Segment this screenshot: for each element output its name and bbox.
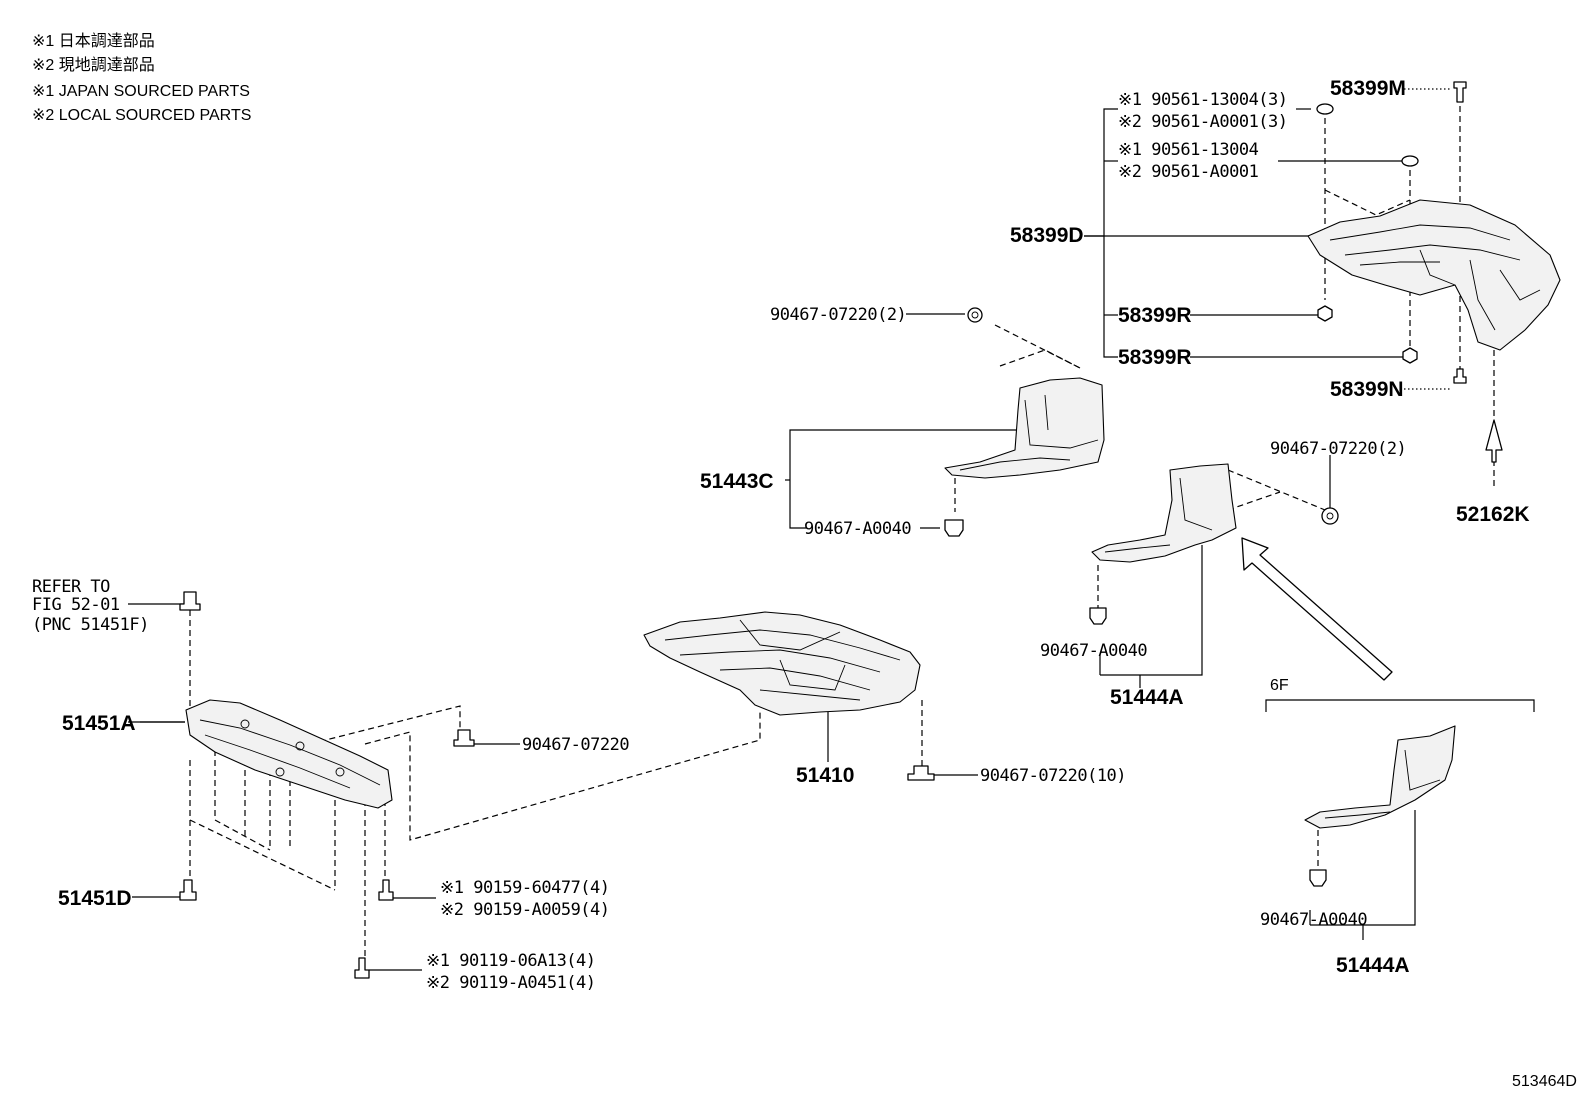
label-clip-51443c-top: 90467-07220(2)	[770, 305, 906, 325]
label-clip-51444a-bottom: 90467-A0040	[1040, 641, 1147, 661]
engine-under-cover-51410	[643, 611, 921, 716]
group-51451a	[128, 591, 761, 979]
label-bolt2-japan: ※1 90119-06A13(4)	[426, 951, 596, 971]
label-6f: 6F	[1270, 677, 1289, 694]
legend-japan-jp: ※1 日本調達部品	[32, 32, 155, 50]
label-51451d: 51451D	[58, 887, 132, 910]
legend-japan-en: ※1 JAPAN SOURCED PARTS	[32, 83, 250, 100]
engine-side-cover-51444a-6f	[1304, 725, 1456, 829]
label-bolt1-local: ※2 90159-A0059(4)	[440, 900, 610, 920]
engine-under-cover-58399d	[1307, 199, 1561, 351]
label-58399m: 58399M	[1330, 77, 1406, 100]
label-nut2-local: ※2 90561-A0001	[1118, 162, 1259, 182]
labels: 58399M ※1 90561-13004(3) ※2 90561-A0001(…	[32, 77, 1577, 1090]
bolt-90159-icon	[378, 879, 394, 901]
bracket-51443c	[789, 429, 1020, 529]
label-nut1-local: ※2 90561-A0001(3)	[1118, 112, 1288, 132]
bolt-58399m-icon	[1453, 81, 1467, 103]
clip-90467-07220-b-icon	[1321, 507, 1339, 525]
clip-52162k-icon	[1485, 419, 1503, 463]
label-clip-51451a: 90467-07220	[522, 735, 629, 755]
label-51443c: 51443C	[700, 470, 774, 493]
clip-51451f-icon	[179, 591, 201, 611]
label-bolt1-japan: ※1 90159-60477(4)	[440, 878, 610, 898]
group-6f	[1265, 699, 1535, 940]
bracket-58399d	[1103, 108, 1118, 358]
engine-side-cover-51444a	[1091, 463, 1237, 563]
group-58399d	[1084, 81, 1561, 490]
label-clip-51410: 90467-07220(10)	[980, 766, 1126, 786]
direction-arrow-icon	[1241, 537, 1393, 681]
clip-90467-a0040-a-icon	[944, 519, 964, 537]
bracket-51444a-top	[1100, 545, 1203, 676]
label-refer-fig: FIG 52-01	[32, 595, 120, 615]
legend-local-en: ※2 LOCAL SOURCED PARTS	[32, 107, 251, 124]
clip-90467-07220-d-icon	[907, 765, 935, 781]
front-under-cover-51451a	[185, 699, 393, 809]
label-58399d: 58399D	[1010, 224, 1084, 247]
group-51410	[643, 611, 978, 781]
label-52162k: 52162K	[1456, 503, 1530, 526]
clip-90467-a0040-c-icon	[1309, 869, 1327, 887]
label-clip-51444a-top: 90467-07220(2)	[1270, 439, 1406, 459]
clip-90467-07220-a-icon	[967, 307, 983, 323]
label-58399r-2: 58399R	[1118, 346, 1192, 369]
label-nut1-japan: ※1 90561-13004(3)	[1118, 90, 1288, 110]
label-51444a-1: 51444A	[1110, 686, 1184, 709]
legend: ※1 日本調達部品 ※2 現地調達部品 ※1 JAPAN SOURCED PAR…	[32, 32, 251, 124]
bolt-58399n-icon	[1453, 368, 1467, 384]
label-51410: 51410	[796, 764, 854, 787]
bolt-51451d-icon	[179, 879, 197, 901]
label-58399r-1: 58399R	[1118, 304, 1192, 327]
label-clip-51443c-bottom: 90467-A0040	[804, 519, 911, 539]
nut-58399r-2-icon	[1402, 347, 1418, 364]
label-refer-to: REFER TO	[32, 577, 110, 597]
nut-58399r-1-icon	[1317, 305, 1333, 322]
clip-90467-07220-c-icon	[453, 729, 475, 747]
nut-90561-b-icon	[1401, 155, 1419, 167]
leader-lines	[128, 721, 436, 971]
label-nut2-japan: ※1 90561-13004	[1118, 140, 1259, 160]
label-clip-6f: 90467-A0040	[1260, 910, 1367, 930]
group-51444a-top	[1089, 455, 1393, 688]
bracket-6f	[1265, 699, 1535, 712]
figure-id: 513464D	[1512, 1073, 1577, 1090]
label-58399n: 58399N	[1330, 378, 1404, 401]
clip-90467-a0040-b-icon	[1089, 607, 1107, 625]
label-51451a: 51451A	[62, 712, 136, 735]
legend-local-jp: ※2 現地調達部品	[32, 56, 155, 74]
group-51443c	[785, 307, 1105, 537]
engine-side-cover-51443c	[944, 377, 1105, 479]
bracket-51444a-6f	[1310, 810, 1416, 926]
label-bolt2-local: ※2 90119-A0451(4)	[426, 973, 596, 993]
nut-90561-a-icon	[1316, 103, 1334, 115]
bolt-90119-icon	[354, 957, 370, 979]
label-refer-pnc: (PNC 51451F)	[32, 615, 149, 635]
label-51444a-2: 51444A	[1336, 954, 1410, 977]
